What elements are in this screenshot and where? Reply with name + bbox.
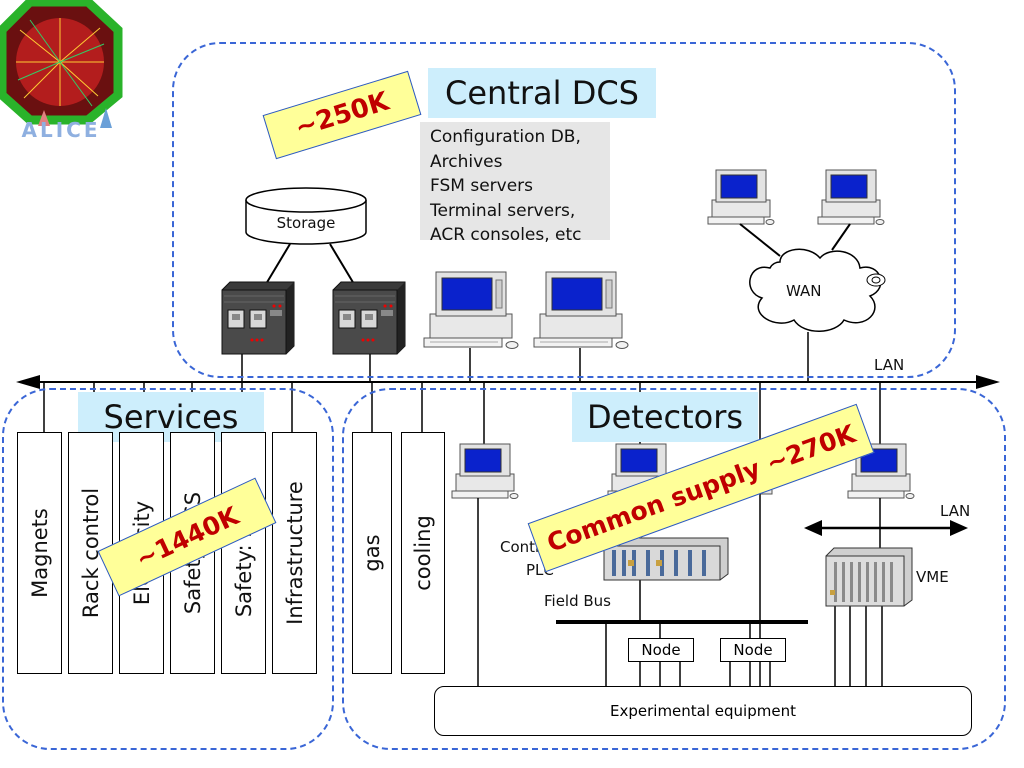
detectors-title: Detectors — [572, 392, 758, 442]
central-item: Archives — [430, 151, 503, 172]
central-dcs-region — [172, 42, 956, 378]
central-item: ACR consoles, etc — [430, 225, 582, 245]
experimental-equipment-box: Experimental equipment — [434, 686, 972, 736]
alice-logo-emblem — [0, 0, 123, 128]
central-dcs-title: Central DCS — [428, 68, 656, 118]
plc-rack — [603, 537, 729, 581]
vme-label: VME — [916, 568, 949, 586]
storage-cylinder — [245, 187, 367, 285]
detector-label: cooling — [411, 515, 435, 591]
detector-box-cooling: cooling — [401, 432, 445, 674]
wan-label: WAN — [786, 282, 822, 300]
detectors-region — [342, 388, 1006, 750]
storage-label: Storage — [276, 214, 336, 232]
services-region — [2, 388, 334, 750]
service-box-safety-dcm: Safety: DCM — [221, 432, 266, 674]
detector-box-gas: gas — [352, 432, 392, 674]
main-lan-line — [16, 375, 1000, 389]
main-lan-label: LAN — [874, 356, 905, 374]
detector-lan-arrow — [804, 520, 968, 536]
service-box-magnets: Magnets — [17, 432, 62, 674]
central-services-list: Configuration DB, Archives FSM servers T… — [420, 122, 610, 245]
field-bus-label: Field Bus — [544, 592, 612, 610]
node-box-1: Node — [628, 638, 694, 662]
central-item: Configuration DB, — [430, 127, 581, 147]
service-label: Magnets — [27, 508, 52, 598]
central-item: Terminal servers, — [430, 200, 576, 221]
node-box-2: Node — [720, 638, 786, 662]
service-label: Infrastructure — [282, 481, 307, 625]
wan-cloud — [749, 248, 886, 332]
service-box-infrastructure: Infrastructure — [272, 432, 317, 674]
vme-crate — [825, 547, 913, 607]
alice-logo-text: ALICE — [21, 118, 101, 142]
central-item: FSM servers — [430, 176, 534, 196]
detector-lan-label: LAN — [940, 502, 971, 520]
detector-label: gas — [360, 534, 384, 572]
